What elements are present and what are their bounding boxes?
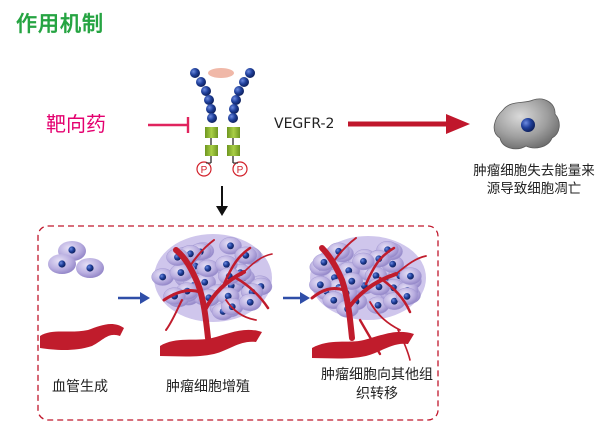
down-arrow-icon (216, 186, 228, 216)
cell-nucleus (348, 277, 356, 285)
cell-nucleus (407, 272, 414, 280)
cell-nucleus (159, 273, 167, 281)
phosphate-circle (232, 161, 248, 177)
receptor-bead (201, 86, 211, 96)
cell-nucleus (246, 298, 254, 306)
stage-arrow-2 (283, 292, 310, 304)
receptor-left-chain (190, 68, 217, 123)
receptor-segment (205, 127, 218, 138)
stage2-vessels (162, 239, 273, 341)
cell-nucleus (177, 269, 185, 276)
cell-nucleus (224, 292, 232, 300)
stage2-tumor-cluster (151, 234, 273, 322)
ligand-blob (208, 68, 234, 78)
cell-nucleus (360, 257, 367, 265)
receptor-bead (206, 104, 216, 114)
cell-nucleus (375, 283, 383, 291)
cell-nucleus (390, 297, 398, 305)
cell-nucleus (316, 281, 324, 289)
cell-nucleus (330, 296, 338, 304)
stage1-cells (48, 241, 104, 278)
cell-nucleus (223, 260, 230, 268)
receptor-right-chain (228, 68, 255, 123)
receptor-bead (239, 77, 249, 87)
phosphate-circle (196, 161, 212, 177)
stage2-base-vessel (160, 329, 262, 357)
stage3-vessels (310, 237, 427, 361)
dead-cell-icon (493, 98, 560, 150)
cell-nucleus (204, 264, 212, 272)
stage-label-proliferation: 肿瘤细胞增殖 (166, 379, 250, 395)
cell-nucleus (227, 242, 234, 250)
receptor-bead (245, 68, 255, 78)
receptor-bead (207, 113, 217, 123)
stages-frame (37, 225, 439, 421)
receptor-bead (190, 68, 200, 78)
receptor-bead (229, 104, 239, 114)
receptor-graphic: P P (190, 68, 255, 177)
page-title: 作用机制 (16, 12, 104, 36)
stage-label-angiogenesis: 血管生成 (52, 379, 108, 395)
stage-label-metastasis: 肿瘤细胞向其他组织转移 (321, 367, 433, 402)
receptor-bead (204, 95, 214, 105)
stage-arrow-1 (118, 292, 150, 304)
drug-label: 靶向药 (46, 112, 106, 136)
receptor-segment (227, 127, 240, 138)
cell-nucleus (374, 301, 382, 309)
cell-nucleus (403, 292, 411, 300)
receptor-bead (228, 113, 238, 123)
cell-nucleus (320, 258, 328, 266)
receptor-segment (227, 145, 240, 156)
cell-nucleus (201, 278, 209, 286)
stage1-vessel (40, 324, 124, 350)
right-arrow-icon (348, 114, 470, 134)
receptor-bead (231, 95, 241, 105)
cell-nucleus (372, 272, 380, 280)
receptor-segment (205, 145, 218, 156)
outcome-label: 肿瘤细胞失去能量来源导致细胞凋亡 (473, 163, 595, 197)
phosphate-label: P (237, 165, 244, 176)
cell-nucleus (345, 267, 353, 274)
cell-nucleus (389, 260, 397, 268)
receptor-bead (234, 86, 244, 96)
stage3-base-vessel (312, 331, 414, 359)
cell-nucleus (186, 250, 194, 258)
receptor-label: VEGFR-2 (274, 116, 335, 132)
inhibition-bar-icon (148, 117, 190, 133)
receptor-bead (196, 77, 206, 87)
phosphate-label: P (201, 165, 208, 176)
